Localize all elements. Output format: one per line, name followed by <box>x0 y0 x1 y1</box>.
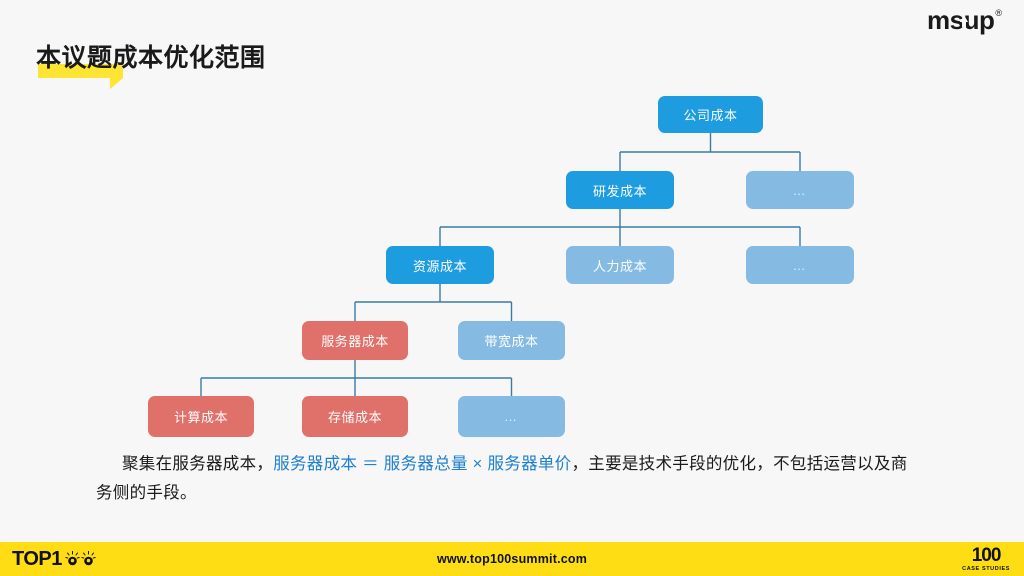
tree-node-compute-cost[interactable]: 计算成本 <box>148 396 254 437</box>
case-studies-number: 100 <box>971 544 1002 566</box>
tree-node-rnd-cost[interactable]: 研发成本 <box>566 171 674 209</box>
slide-footer: TOP1 <box>0 542 1024 576</box>
caption-formula: 服务器成本 ＝ 服务器总量 × 服务器单价 <box>273 455 572 473</box>
page-title-wrap: 本议题成本优化范围 <box>36 42 266 89</box>
tree-node-label: 服务器成本 <box>321 334 389 349</box>
tree-node-labor-cost[interactable]: 人力成本 <box>566 246 674 284</box>
caption-text-after: ，主要是技术手段的优化， <box>571 455 774 473</box>
lightbulb-icon-pair <box>65 551 96 567</box>
case-studies-subtitle: CASE STUDIES <box>962 565 1010 572</box>
cost-breakdown-tree: 公司成本 研发成本 … 资源成本 人力成本 … 服务器成本 带宽成本 计算成本 … <box>148 96 854 437</box>
tree-node-label: 公司成本 <box>683 108 738 123</box>
tree-node-label: 人力成本 <box>592 258 647 274</box>
lightbulb-icon <box>65 551 80 566</box>
registered-mark-icon: ® <box>995 8 1002 18</box>
tree-node-label: 计算成本 <box>173 410 228 425</box>
title-highlight-marker <box>38 64 123 89</box>
tree-node-more-2[interactable]: … <box>746 246 854 284</box>
page-title: 本议题成本优化范围 <box>36 44 266 72</box>
tree-connectors <box>200 133 801 396</box>
slide-caption: 聚集在服务器成本，服务器成本 ＝ 服务器总量 × 服务器单价，主要是技术手段的优… <box>96 450 914 508</box>
tree-node-label: 带宽成本 <box>484 334 539 349</box>
tree-node-label: … <box>792 182 808 198</box>
tree-node-resource-cost[interactable]: 资源成本 <box>386 246 494 284</box>
tree-node-label: 资源成本 <box>412 258 467 274</box>
tree-node-label: … <box>504 409 519 424</box>
tree-node-more-3[interactable]: … <box>458 396 565 437</box>
tree-node-bandwidth-cost[interactable]: 带宽成本 <box>458 321 565 360</box>
caption-line-2: 不包括运营以及商务侧的手段。 <box>96 455 908 502</box>
tree-node-company-cost[interactable]: 公司成本 <box>658 96 763 133</box>
caption-text-before: 聚集在服务器成本， <box>122 455 274 473</box>
top1-logo-text: TOP1 <box>12 548 62 570</box>
footer-url: www.top100summit.com <box>436 552 588 566</box>
tree-node-server-cost[interactable]: 服务器成本 <box>302 321 408 360</box>
top1-logo: TOP1 <box>12 542 96 576</box>
tree-node-label: 存储成本 <box>327 410 382 425</box>
up-arrow-icon <box>959 15 968 27</box>
tree-node-more-1[interactable]: … <box>746 171 854 209</box>
tree-node-label: 研发成本 <box>592 183 647 199</box>
tree-node-label: … <box>792 257 808 273</box>
100-case-studies-logo: 100 CASE STUDIES <box>962 542 1010 576</box>
msup-logo: msup ® <box>927 6 1002 34</box>
lightbulb-icon <box>81 551 96 566</box>
tree-node-storage-cost[interactable]: 存储成本 <box>302 396 408 437</box>
